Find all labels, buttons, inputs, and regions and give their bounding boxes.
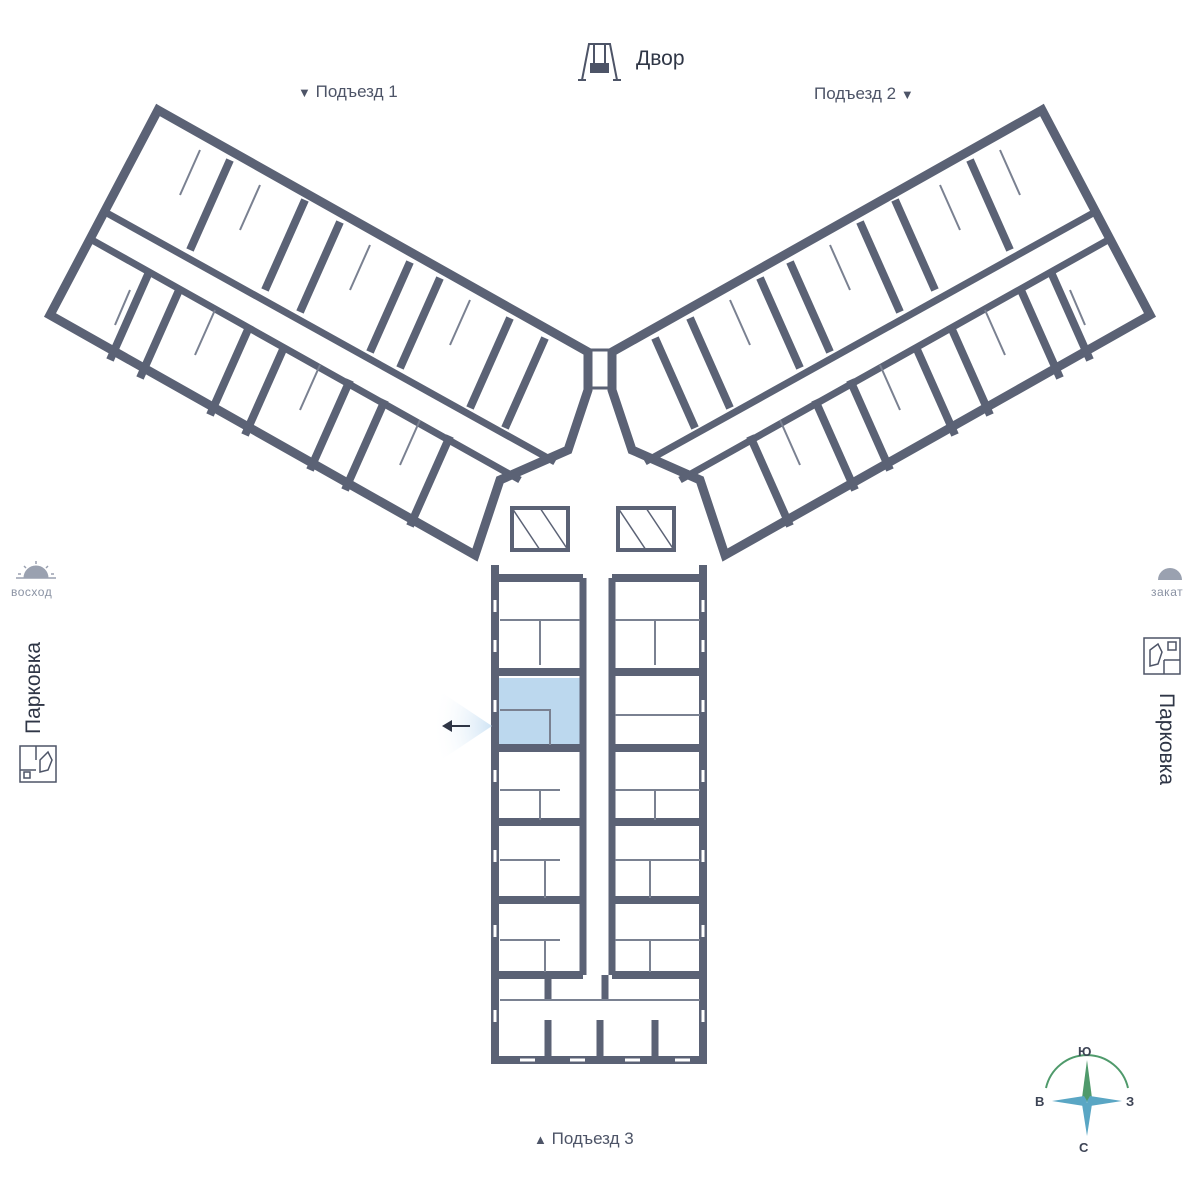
triangle-up-icon: ▲ <box>534 1132 547 1147</box>
swing-icon <box>578 43 621 81</box>
triangle-down-icon: ▼ <box>900 87 914 102</box>
compass-south-label: С <box>1079 1140 1089 1155</box>
compass-east-label: З <box>1126 1094 1135 1109</box>
central-core <box>510 348 676 552</box>
exit-arrow-icon <box>432 686 492 766</box>
entrance-3-label[interactable]: ▲ Подъезд 3 <box>534 1129 634 1148</box>
compass-west-label: В <box>1035 1094 1045 1109</box>
parking-icon-left <box>19 745 57 783</box>
parking-right-label: Парковка <box>1155 693 1178 786</box>
yard-label: Двор <box>636 47 685 70</box>
triangle-down-icon: ▼ <box>298 85 311 100</box>
parking-left-label: Парковка <box>22 641 45 734</box>
wing-northwest <box>43 103 593 562</box>
sunset-label: закат <box>1151 585 1184 599</box>
sunrise-label: восход <box>11 585 53 599</box>
entrance-1-label[interactable]: ▼ Подъезд 1 <box>298 82 398 101</box>
compass-icon <box>1045 1054 1129 1136</box>
sunrise-icon <box>16 561 56 579</box>
wing-south <box>491 565 707 1064</box>
sunset-icon <box>1158 568 1182 580</box>
wing-northeast <box>607 103 1157 562</box>
selected-apartment <box>498 678 580 745</box>
compass-north-label: Ю <box>1078 1044 1092 1059</box>
entrance-2-label[interactable]: Подъезд 2 ▼ <box>814 84 914 103</box>
parking-icon-right <box>1143 637 1181 675</box>
